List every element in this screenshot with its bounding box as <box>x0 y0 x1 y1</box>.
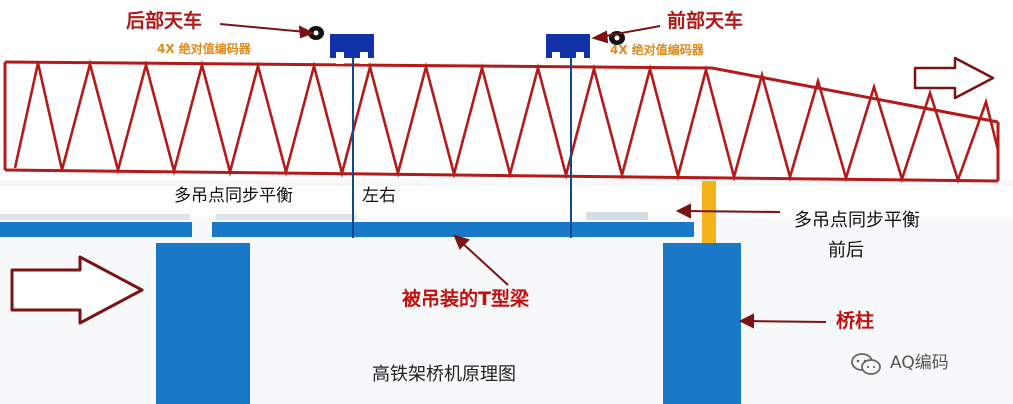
rear-trolley <box>330 34 374 64</box>
front-trolley <box>546 34 590 64</box>
arrow-rear-trolley <box>219 23 307 33</box>
truss-web-diagonals <box>13 58 1000 185</box>
forward-arrow-bottom <box>10 255 144 325</box>
t-beam-label: 被吊装的T型梁 <box>402 288 529 310</box>
lane-band <box>0 186 1013 218</box>
deck-fragment-mid <box>216 214 356 220</box>
forward-arrow-top <box>913 56 995 100</box>
sync-front-back-line1: 多吊点同步平衡 <box>794 210 920 231</box>
truss-bottom-chord <box>4 168 999 183</box>
arrow-sync-front-back <box>683 210 781 213</box>
rear-encoder-label: 4X 绝对值编码器 <box>157 42 251 56</box>
watermark: AQ编码 <box>890 353 949 373</box>
deck-fragment-right <box>586 212 648 220</box>
deck-beam-left <box>0 222 192 237</box>
pier-right <box>663 243 741 404</box>
arrow-beam-label <box>459 240 509 286</box>
wechat-icon <box>851 353 881 375</box>
deck-fragment-left <box>0 214 190 220</box>
rear-trolley-label: 后部天车 <box>126 10 203 32</box>
sync-front-back-line2: 前后 <box>828 240 864 261</box>
sync-left-right-line1: 多吊点同步平衡 <box>174 186 293 206</box>
t-beam <box>212 222 694 237</box>
pier-left <box>156 243 250 404</box>
diagram-title: 高铁架桥机原理图 <box>372 364 516 385</box>
front-encoder-label: 4X 绝对值编码器 <box>610 43 704 57</box>
pier-label: 桥柱 <box>836 310 875 332</box>
arrow-pier-label <box>746 320 827 323</box>
sync-left-right-line2: 左右 <box>362 186 396 206</box>
front-trolley-label: 前部天车 <box>667 10 744 32</box>
arrow-front-trolley <box>599 25 661 38</box>
truss-top-chord <box>4 60 999 124</box>
